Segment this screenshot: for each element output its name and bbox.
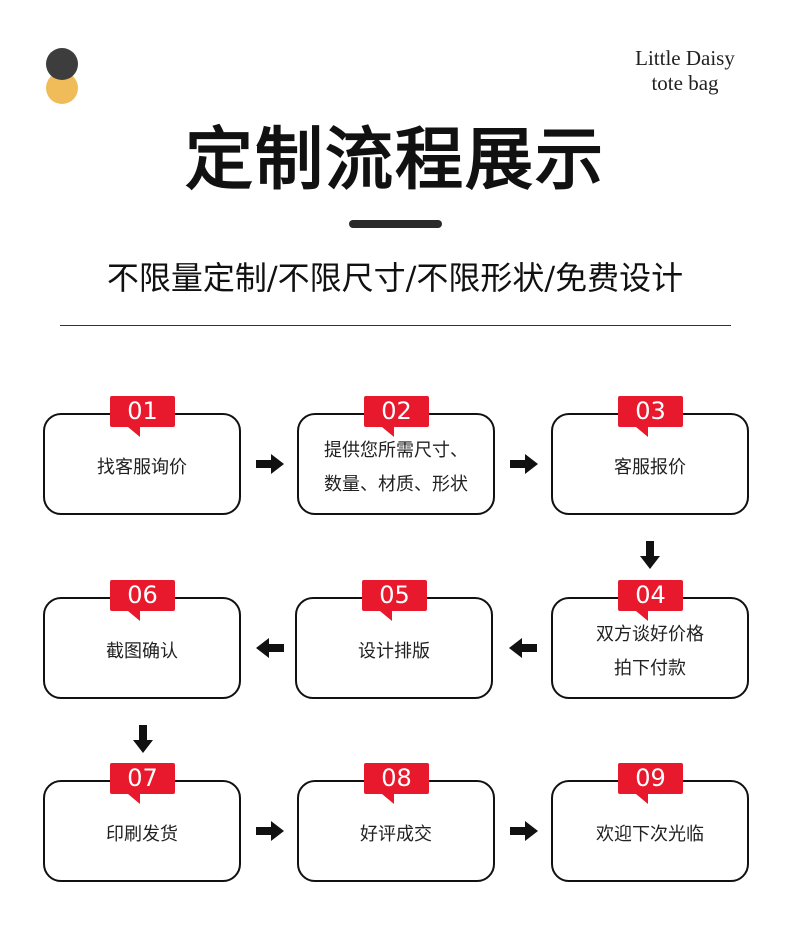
step-number-badge: 02 <box>364 396 429 437</box>
step-box-06: 截图确认 <box>43 597 241 699</box>
step-box-01: 找客服询价 <box>43 413 241 515</box>
step-number-badge: 01 <box>110 396 175 437</box>
step-box-04: 双方谈好价格 拍下付款 <box>551 597 749 699</box>
step-number-badge: 08 <box>364 763 429 804</box>
arrow-right-icon <box>256 821 284 841</box>
arrow-down-icon <box>640 541 660 569</box>
step-box-05: 设计排版 <box>295 597 493 699</box>
title-underline <box>349 220 442 228</box>
arrow-down-icon <box>133 725 153 753</box>
step-box-02: 提供您所需尺寸、 数量、材质、形状 <box>297 413 495 515</box>
arrow-right-icon <box>256 454 284 474</box>
page-subtitle: 不限量定制/不限尺寸/不限形状/免费设计 <box>106 259 684 297</box>
step-box-03: 客服报价 <box>551 413 749 515</box>
step-box-07: 印刷发货 <box>43 780 241 882</box>
step-label: 双方谈好价格 拍下付款 <box>596 624 704 679</box>
brand-line-2: tote bag <box>651 71 719 95</box>
step-box-08: 好评成交 <box>297 780 495 882</box>
step-box-09: 欢迎下次光临 <box>551 780 749 882</box>
page-title: 定制流程展示 <box>184 120 605 200</box>
brand-line-1: Little Daisy <box>635 46 735 70</box>
arrow-left-icon <box>509 638 537 658</box>
step-number-badge: 04 <box>618 580 683 621</box>
step-label: 好评成交 <box>360 824 432 845</box>
dark-dot-icon <box>46 48 78 80</box>
step-label: 客服报价 <box>614 457 686 478</box>
step-label: 设计排版 <box>358 641 430 662</box>
step-label: 欢迎下次光临 <box>596 824 704 845</box>
step-label: 提供您所需尺寸、 数量、材质、形状 <box>324 440 468 495</box>
step-number-badge: 09 <box>618 763 683 804</box>
step-number-badge: 07 <box>110 763 175 804</box>
step-label: 印刷发货 <box>106 824 178 845</box>
arrow-right-icon <box>510 454 538 474</box>
step-number-badge: 05 <box>362 580 427 621</box>
step-number-badge: 06 <box>110 580 175 621</box>
arrow-left-icon <box>256 638 284 658</box>
step-number-badge: 03 <box>618 396 683 437</box>
step-label: 找客服询价 <box>97 457 187 478</box>
arrow-right-icon <box>510 821 538 841</box>
divider <box>60 325 731 326</box>
step-label: 截图确认 <box>106 641 178 662</box>
